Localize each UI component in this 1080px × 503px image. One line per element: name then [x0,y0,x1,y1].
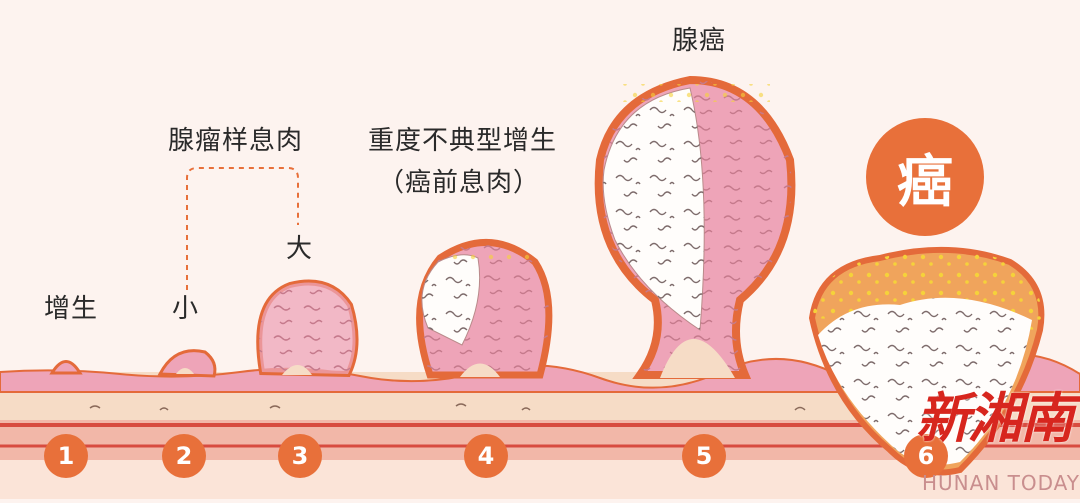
stage-2-small-polyp [157,349,217,378]
label-large: 大 [286,234,314,264]
step-5-badge: 5 [682,434,726,478]
stage-1-hyperplasia [49,360,83,375]
step-3-badge: 3 [278,434,322,478]
watermark-text: HUNAN TODAY [922,471,1080,495]
label-dysplasia: 重度不典型增生 [368,126,558,156]
step-1-badge: 1 [44,434,88,478]
label-adenoma: 腺瘤样息肉 [168,126,304,156]
stage-5-adenocarcinoma [594,75,796,379]
label-hyperplasia: 增生 [44,294,99,324]
label-adenocarcinoma: 腺癌 [672,26,727,56]
step-4-badge: 4 [464,434,508,478]
watermark-logo: 新湘南 [916,387,1074,450]
stage-3-large-polyp [256,279,359,378]
step-6-badge: 6 [904,434,948,478]
adenoma-bracket [186,167,299,290]
step-2-badge: 2 [162,434,206,478]
label-small: 小 [172,294,200,324]
cancer-badge: 癌 [866,118,984,236]
stage-6-cancer [808,246,1045,476]
stage-4-dysplasia [416,238,553,379]
submucosa-texture [89,403,806,411]
label-precancer: （癌前息肉） [378,168,541,198]
